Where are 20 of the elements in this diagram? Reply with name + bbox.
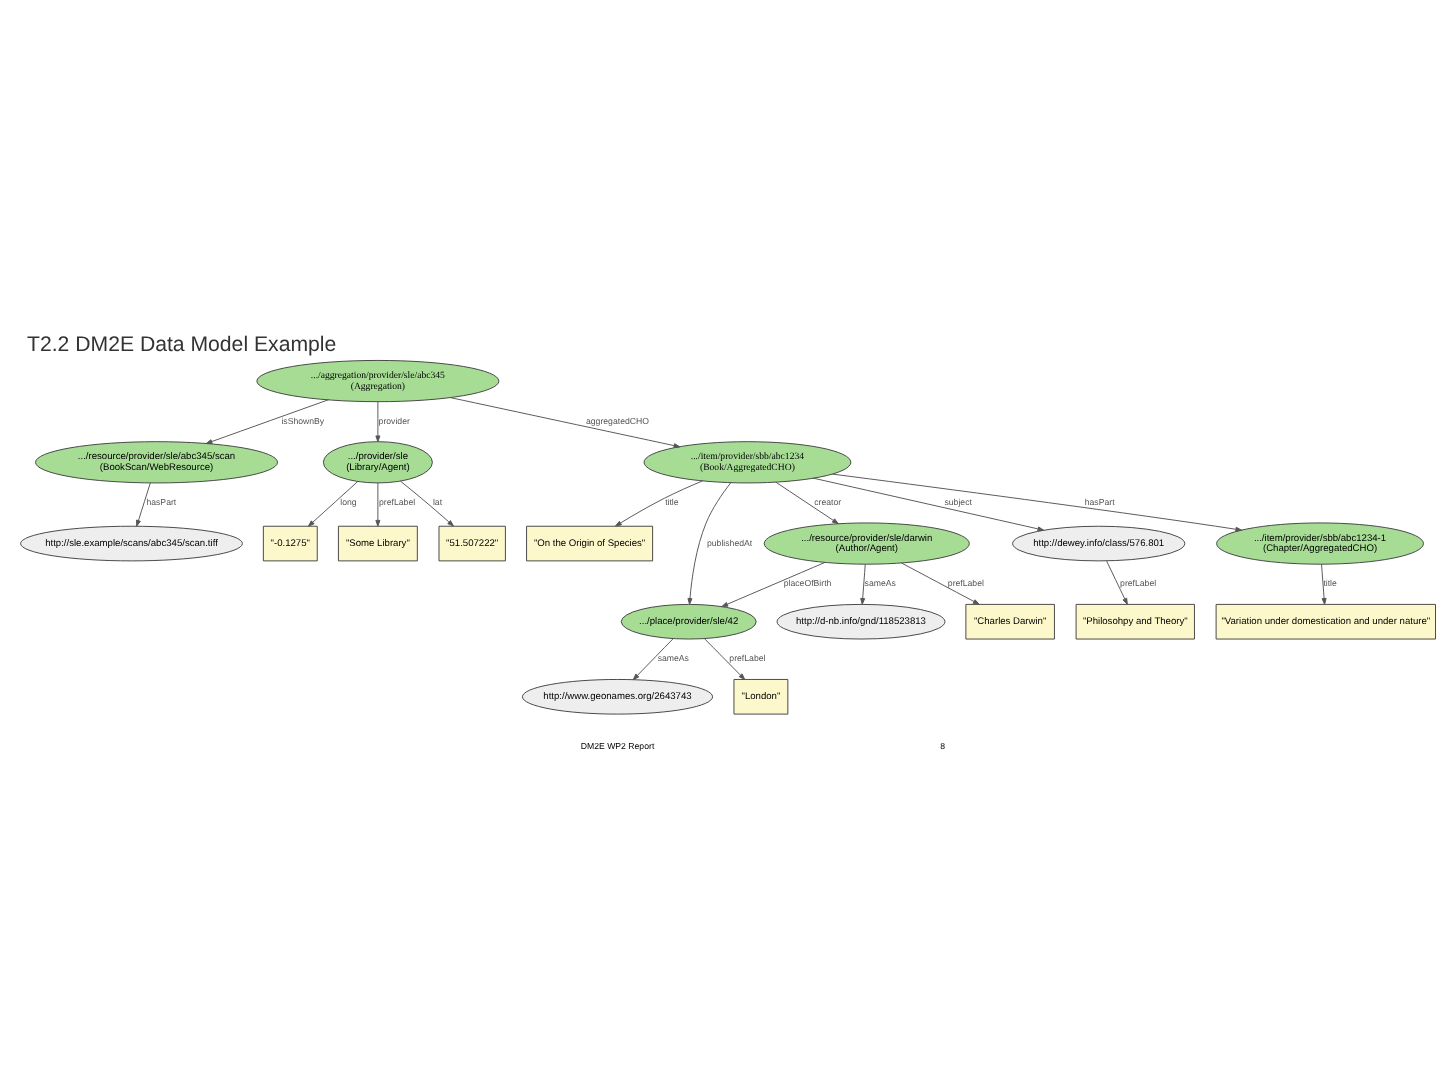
arrow [1321,562,1327,604]
arrow [812,476,1045,531]
arrow [136,481,151,526]
arrow [375,481,381,526]
arrow [632,637,674,680]
arrow [860,562,866,604]
arrow [1106,559,1128,604]
diagram-title: T2.2 DM2E Data Model Example [27,331,337,356]
arrow [687,481,732,604]
arrow [832,472,1243,531]
arrow [307,480,359,526]
arrow [901,561,980,604]
arrow [205,398,329,444]
arrow [721,560,826,607]
arrow [615,479,704,526]
arrow [449,396,681,448]
arrow [375,400,381,442]
arrow [775,480,839,524]
arrow [704,637,746,679]
arrow [400,479,454,526]
